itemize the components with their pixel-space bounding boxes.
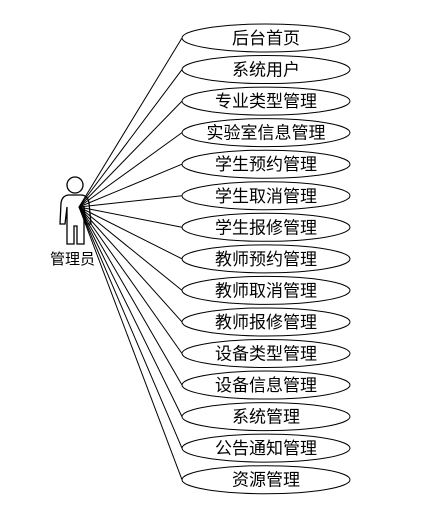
use-case-list: 后台首页系统用户专业类型管理实验室信息管理学生预约管理学生取消管理学生报修管理教… xyxy=(181,23,351,495)
actor-label: 管理员 xyxy=(50,250,95,268)
association-line-10 xyxy=(78,206,183,323)
use-case-15-label: 资源管理 xyxy=(232,471,300,491)
use-case-9-ellipse xyxy=(181,275,351,305)
use-case-8: 教师预约管理 xyxy=(181,244,351,274)
association-line-3 xyxy=(78,100,183,208)
association-line-8 xyxy=(78,206,183,260)
use-case-8-ellipse xyxy=(181,244,351,274)
use-case-12-label: 设备信息管理 xyxy=(215,376,317,396)
use-case-4: 实验室信息管理 xyxy=(181,118,351,148)
use-case-7: 学生报修管理 xyxy=(181,212,351,242)
use-case-7-label: 学生报修管理 xyxy=(215,218,317,238)
use-case-8-label: 教师预约管理 xyxy=(215,250,317,270)
use-case-2-label: 系统用户 xyxy=(232,61,300,81)
use-case-9: 教师取消管理 xyxy=(181,275,351,305)
actor-figure-icon xyxy=(59,176,92,245)
association-line-6 xyxy=(78,195,183,208)
use-case-12-ellipse xyxy=(181,370,351,400)
use-case-14-ellipse xyxy=(181,433,351,463)
use-case-11-label: 设备类型管理 xyxy=(215,345,317,365)
use-case-2: 系统用户 xyxy=(181,55,351,85)
use-case-14-label: 公告通知管理 xyxy=(215,439,317,459)
use-case-5-label: 学生预约管理 xyxy=(215,155,317,175)
use-case-15: 资源管理 xyxy=(181,465,351,495)
association-line-9 xyxy=(78,206,183,291)
use-case-13: 系统管理 xyxy=(181,402,351,432)
association-line-13 xyxy=(78,206,183,417)
use-case-11: 设备类型管理 xyxy=(181,339,351,368)
use-case-6-label: 学生取消管理 xyxy=(215,187,317,207)
association-line-1 xyxy=(78,37,183,208)
use-case-10: 教师报修管理 xyxy=(181,307,351,337)
use-case-5-ellipse xyxy=(181,149,351,179)
use-case-1-label: 后台首页 xyxy=(232,29,300,49)
use-case-6-ellipse xyxy=(181,181,351,211)
association-line-4 xyxy=(78,132,183,208)
use-case-4-ellipse xyxy=(181,118,351,148)
use-case-10-label: 教师报修管理 xyxy=(215,313,317,333)
use-case-12: 设备信息管理 xyxy=(181,370,351,400)
association-line-7 xyxy=(78,206,183,228)
use-case-13-label: 系统管理 xyxy=(232,408,300,428)
use-case-1: 后台首页 xyxy=(181,23,351,53)
use-case-5: 学生预约管理 xyxy=(181,149,351,179)
association-lines xyxy=(78,37,183,480)
actor-administrator: 管理员 xyxy=(50,176,95,268)
use-case-3: 专业类型管理 xyxy=(181,86,351,116)
association-line-2 xyxy=(78,69,183,208)
association-line-12 xyxy=(78,206,183,386)
use-case-7-ellipse xyxy=(181,212,351,242)
use-case-2-ellipse xyxy=(181,55,351,85)
use-case-13-ellipse xyxy=(181,402,351,432)
association-line-14 xyxy=(78,206,183,449)
use-case-9-label: 教师取消管理 xyxy=(215,281,317,301)
use-case-11-ellipse xyxy=(181,339,351,368)
use-case-1-ellipse xyxy=(181,23,351,53)
association-line-11 xyxy=(78,206,183,354)
use-case-15-ellipse xyxy=(181,465,351,495)
association-line-15 xyxy=(78,206,183,480)
use-case-4-label: 实验室信息管理 xyxy=(207,124,326,144)
use-case-14: 公告通知管理 xyxy=(181,433,351,463)
use-case-3-label: 专业类型管理 xyxy=(215,92,317,112)
use-case-10-ellipse xyxy=(181,307,351,337)
use-case-3-ellipse xyxy=(181,86,351,116)
association-line-5 xyxy=(78,163,183,208)
use-case-6: 学生取消管理 xyxy=(181,181,351,211)
